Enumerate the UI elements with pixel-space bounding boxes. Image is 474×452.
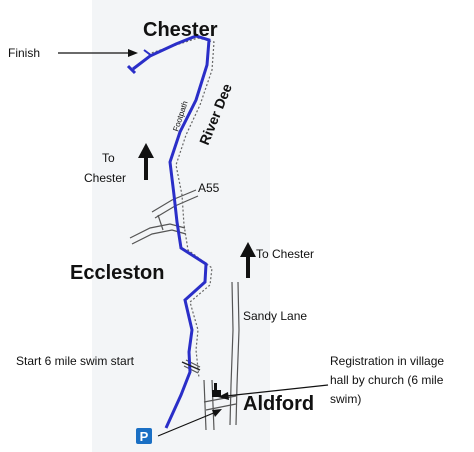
- map-background-strip: [92, 0, 270, 452]
- river-dee: [132, 34, 211, 429]
- road-a55: [151, 189, 197, 213]
- road-aldford-cross: [203, 395, 237, 403]
- road-sandy-lane-parallel: [235, 281, 240, 426]
- finish-marker-tick: [143, 49, 153, 57]
- parking-icon: P: [136, 428, 152, 444]
- road-aldford-1: [203, 379, 207, 431]
- registration-label-line3: swim): [330, 392, 361, 406]
- road-aldford-cross-2: [205, 403, 237, 411]
- parking-label: P: [140, 429, 149, 444]
- road-aldford-2: [211, 379, 215, 431]
- north-arrow-icon: [138, 143, 154, 180]
- to-chester-left-line1: To: [102, 151, 115, 165]
- footpath-route: [147, 37, 215, 379]
- parking-leader: [157, 409, 222, 437]
- place-eccleston: Eccleston: [70, 262, 164, 284]
- registration-label-line1: Registration in village: [330, 354, 444, 368]
- north-arrow-icon-east: [240, 242, 256, 278]
- finish-label: Finish: [8, 46, 40, 60]
- church-icon: [212, 383, 221, 397]
- road-minor-west: [157, 214, 164, 231]
- sandy-lane-label: Sandy Lane: [243, 309, 307, 323]
- place-chester: Chester: [143, 19, 218, 41]
- registration-label-line2: hall by church (6 mile: [330, 373, 444, 387]
- finish-marker: [126, 64, 137, 75]
- place-aldford: Aldford: [243, 393, 314, 415]
- to-chester-right-label: To Chester: [256, 247, 314, 261]
- to-chester-left-line2: Chester: [84, 171, 126, 185]
- a55-label: A55: [198, 181, 220, 195]
- start-marker: [181, 361, 201, 371]
- start-label: Start 6 mile swim start: [16, 354, 135, 368]
- registration-leader: [218, 384, 329, 400]
- finish-leader: [58, 49, 138, 57]
